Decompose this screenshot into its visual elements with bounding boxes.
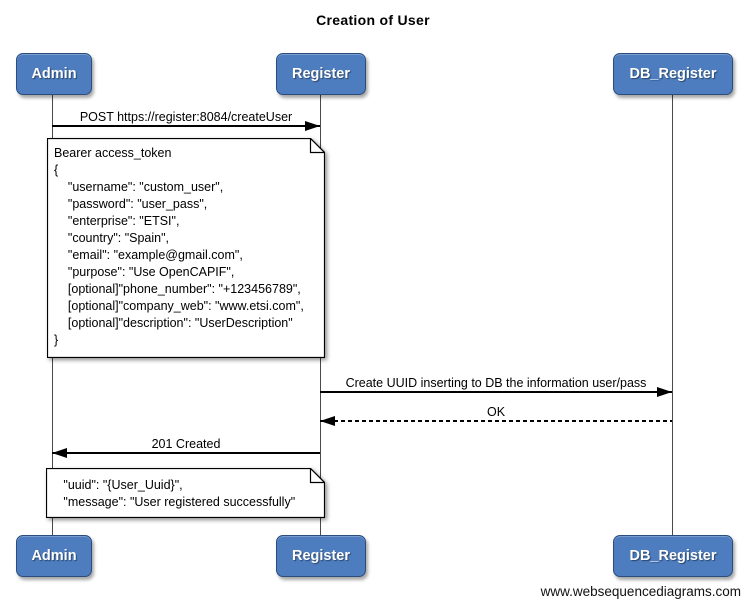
message-create-uuid: Create UUID inserting to DB the informat…: [320, 374, 672, 397]
note-request-body-text: Bearer access_token { "username": "custo…: [54, 146, 304, 347]
arrowhead-left-icon: [52, 448, 67, 458]
arrowhead-right-icon: [657, 387, 672, 397]
arrowhead-left-icon: [320, 416, 335, 426]
message-ok: OK: [320, 403, 672, 426]
actor-db-register-top: DB_Register: [613, 53, 733, 95]
message-post-createuser: POST https://register:8084/createUser: [52, 108, 320, 131]
actor-admin-top-label: Admin: [31, 66, 77, 82]
message-post-createuser-line: [52, 125, 320, 127]
actor-admin-bottom: Admin: [16, 535, 92, 577]
message-post-createuser-label: POST https://register:8084/createUser: [79, 110, 293, 124]
watermark: www.websequencediagrams.com: [540, 584, 741, 599]
actor-db-register-bottom-label: DB_Register: [629, 548, 717, 564]
note-request-body: Bearer access_token { "username": "custo…: [47, 138, 325, 358]
message-create-uuid-label: Create UUID inserting to DB the informat…: [345, 376, 647, 390]
actor-db-register-top-label: DB_Register: [629, 66, 717, 82]
message-ok-line: [320, 420, 672, 422]
actor-db-register-bottom: DB_Register: [613, 535, 733, 577]
note-shape: [46, 468, 325, 518]
message-201-created-label: 201 Created: [151, 437, 221, 451]
actor-register-top-label: Register: [291, 66, 351, 82]
arrowhead-right-icon: [305, 121, 320, 131]
actor-admin-top: Admin: [16, 53, 92, 95]
note-response-body: "uuid": "{User_Uuid}", "message": "User …: [46, 468, 325, 518]
lifeline-db-register: [671, 93, 673, 535]
actor-admin-bottom-label: Admin: [31, 548, 77, 564]
message-create-uuid-line: [320, 391, 672, 393]
message-201-created-line: [52, 452, 320, 454]
note-response-body-text: "uuid": "{User_Uuid}", "message": "User …: [63, 478, 296, 509]
diagram-title: Creation of User: [316, 12, 430, 28]
actor-register-bottom: Register: [276, 535, 366, 577]
message-ok-label: OK: [486, 405, 506, 419]
actor-register-top: Register: [276, 53, 366, 95]
actor-register-bottom-label: Register: [291, 548, 351, 564]
message-201-created: 201 Created: [52, 435, 320, 458]
note-shape: [47, 138, 325, 358]
